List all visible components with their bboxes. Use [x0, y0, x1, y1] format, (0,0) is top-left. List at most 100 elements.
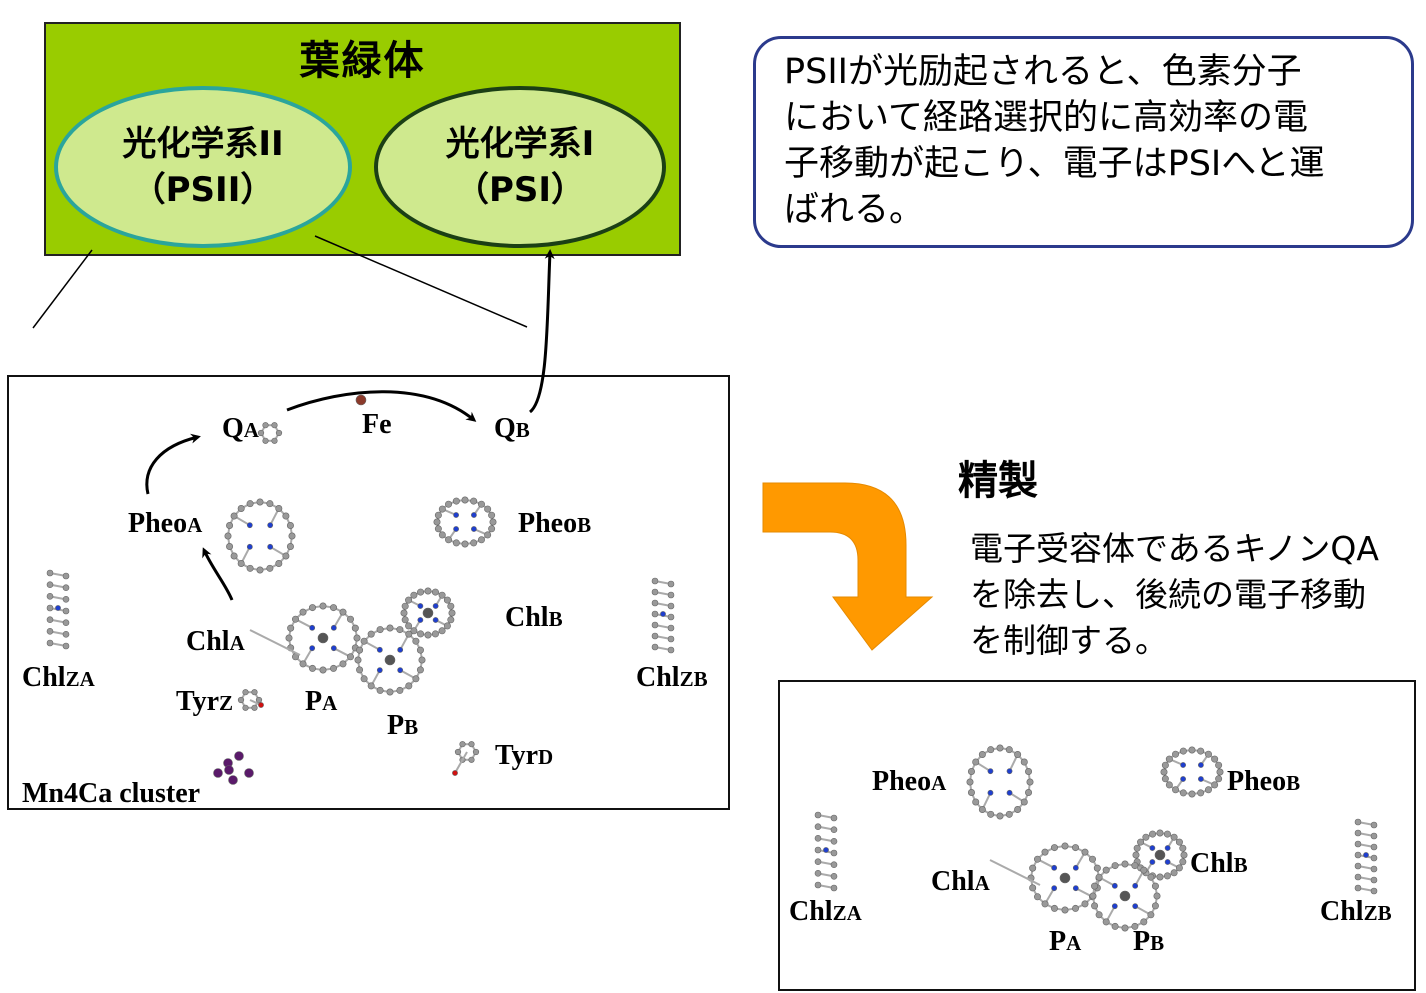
chlb-refined-molecule-atom [1179, 858, 1187, 866]
pb-molecule-atom [416, 646, 424, 654]
label-chlzb-refined: ChlZB [1320, 896, 1392, 927]
psii-ellipse: 光化学系II （PSII） [54, 86, 352, 248]
chlzb-refined-molecule-atom [1370, 832, 1378, 840]
callout-line: ばれる。 [784, 190, 925, 230]
chlb-molecule-atom [443, 622, 451, 630]
pheoa-molecule-atom [246, 500, 254, 508]
chlza-molecule-atom [46, 569, 54, 577]
chlzb-molecule-atom [667, 580, 675, 588]
label-chlb-refined: ChlB [1190, 848, 1248, 879]
tyrz-molecule-oxygen [258, 702, 264, 708]
pb-molecule-nitrogen [376, 667, 383, 674]
qa-molecule-atom [271, 422, 278, 429]
chlb-refined-molecule-atom [1179, 844, 1187, 852]
mn-atom [244, 768, 254, 778]
chlb-refined-molecule-atom [1175, 864, 1183, 872]
chlza-molecule-atom [46, 628, 54, 635]
tyrd-molecule-atom [468, 741, 475, 748]
pheoa-molecule-atom [266, 500, 274, 508]
label-chlza: ChlZA [22, 662, 95, 693]
chlzb-refined-molecule-atom [1370, 876, 1378, 884]
chlb-molecule-nitrogen [432, 603, 439, 609]
pheoa-refined-molecule-atom [1020, 758, 1028, 766]
label-qb: QB [494, 413, 530, 444]
pheob-molecule-atom [433, 518, 441, 526]
pheob-refined-molecule-atom [1197, 789, 1205, 797]
pheob-molecule-atom [488, 525, 496, 533]
pb-molecule-atom [405, 682, 413, 690]
chlzb-refined-molecule-atom [1370, 843, 1378, 851]
pheoa-molecule-atom [224, 532, 232, 540]
pa-molecule-atom [308, 664, 316, 672]
pheoa-refined-molecule-atom [1025, 789, 1033, 797]
chlb-refined-molecule-atom [1156, 829, 1164, 837]
pa-refined-molecule-atom [1081, 848, 1089, 856]
pb-molecule-mg [384, 654, 396, 666]
chlb-molecule-nitrogen [432, 617, 439, 623]
pa-refined-molecule-atom [1089, 855, 1097, 863]
pheob-refined-molecule-atom [1216, 768, 1224, 776]
pb-molecule-atom [416, 666, 424, 674]
pa-molecule-atom [285, 634, 293, 642]
pheob-molecule-nitrogen [471, 512, 477, 518]
pheob-molecule-atom [489, 518, 497, 526]
pheoa-molecule-atom [286, 543, 294, 551]
pa-refined-molecule-atom [1029, 864, 1037, 872]
pheob-molecule-atom [438, 531, 446, 539]
pa-molecule-atom [330, 664, 338, 672]
chlzb-molecule-atom [651, 621, 659, 629]
chlb-refined-molecule-atom [1132, 851, 1140, 859]
pa-molecule-atom [299, 660, 307, 668]
chlzb-molecule-atom [667, 624, 675, 632]
pheoa-refined-molecule-nitrogen [1006, 768, 1013, 775]
pheob-refined-molecule-atom [1215, 761, 1223, 769]
chlzb-molecule-atom [651, 588, 659, 596]
pheob-molecule-atom [434, 525, 442, 533]
pb-refined-molecule-atom [1147, 911, 1155, 919]
chlzb-molecule-atom [651, 610, 659, 618]
pb-refined-molecule-atom [1121, 860, 1129, 868]
label-mn4ca-cluster: Mn4Ca cluster [22, 778, 201, 809]
pheob-molecule-atom [484, 531, 492, 539]
pb-molecule-atom [354, 656, 362, 664]
pa-refined-molecule-mg [1059, 872, 1071, 884]
tyrz-molecule-atom [237, 696, 245, 704]
chlb-molecule-atom [424, 631, 432, 639]
chlb-refined-molecule-nitrogen [1149, 845, 1156, 851]
pheoa-refined-molecule-atom [978, 750, 986, 758]
pb-molecule-atom [412, 637, 420, 645]
qa-molecule-atom [257, 429, 265, 437]
pheob-refined-molecule-nitrogen [1180, 762, 1186, 768]
pb-molecule-atom [356, 646, 364, 654]
arrow-qa-to-qb [286, 390, 477, 422]
pheoa-molecule-atom [237, 560, 245, 568]
chlza-molecule-atom [46, 593, 54, 600]
mn-atom [213, 768, 223, 778]
pb-refined-molecule-atom [1102, 918, 1110, 926]
mn-atom [234, 751, 244, 761]
chlb-refined-molecule-atom [1180, 851, 1188, 859]
pheob-refined-molecule-atom [1211, 755, 1219, 763]
pheob-refined-molecule-atom [1204, 750, 1212, 758]
label-pheob-refined: PheoB [1227, 766, 1301, 797]
pb-molecule-atom [376, 686, 384, 694]
callout-line: において経路選択的に高効率の電 [784, 98, 1308, 138]
chlb-molecule-atom [401, 616, 409, 624]
pheob-molecule-atom [445, 536, 453, 544]
tyrz-molecule-atom [242, 704, 249, 711]
chlb-molecule-atom [417, 588, 425, 596]
pa-refined-molecule-nitrogen [1072, 864, 1079, 871]
pb-molecule-atom [396, 626, 404, 634]
chlb-molecule-atom [400, 609, 408, 617]
pheoa-refined-molecule-nitrogen [987, 789, 994, 796]
pa-molecule-atom [319, 666, 327, 674]
chlzb-molecule-atom [651, 632, 659, 640]
chlb-molecule-atom [417, 630, 425, 638]
pheob-refined-molecule-atom [1188, 790, 1196, 798]
refine-arrow [762, 482, 934, 651]
pheob-refined-molecule-atom [1165, 755, 1173, 763]
pheob-molecule-nitrogen [471, 526, 477, 532]
pheoa-refined-molecule-atom [996, 812, 1004, 820]
mn-atom [224, 765, 234, 775]
chlb-molecule-atom [410, 591, 418, 599]
